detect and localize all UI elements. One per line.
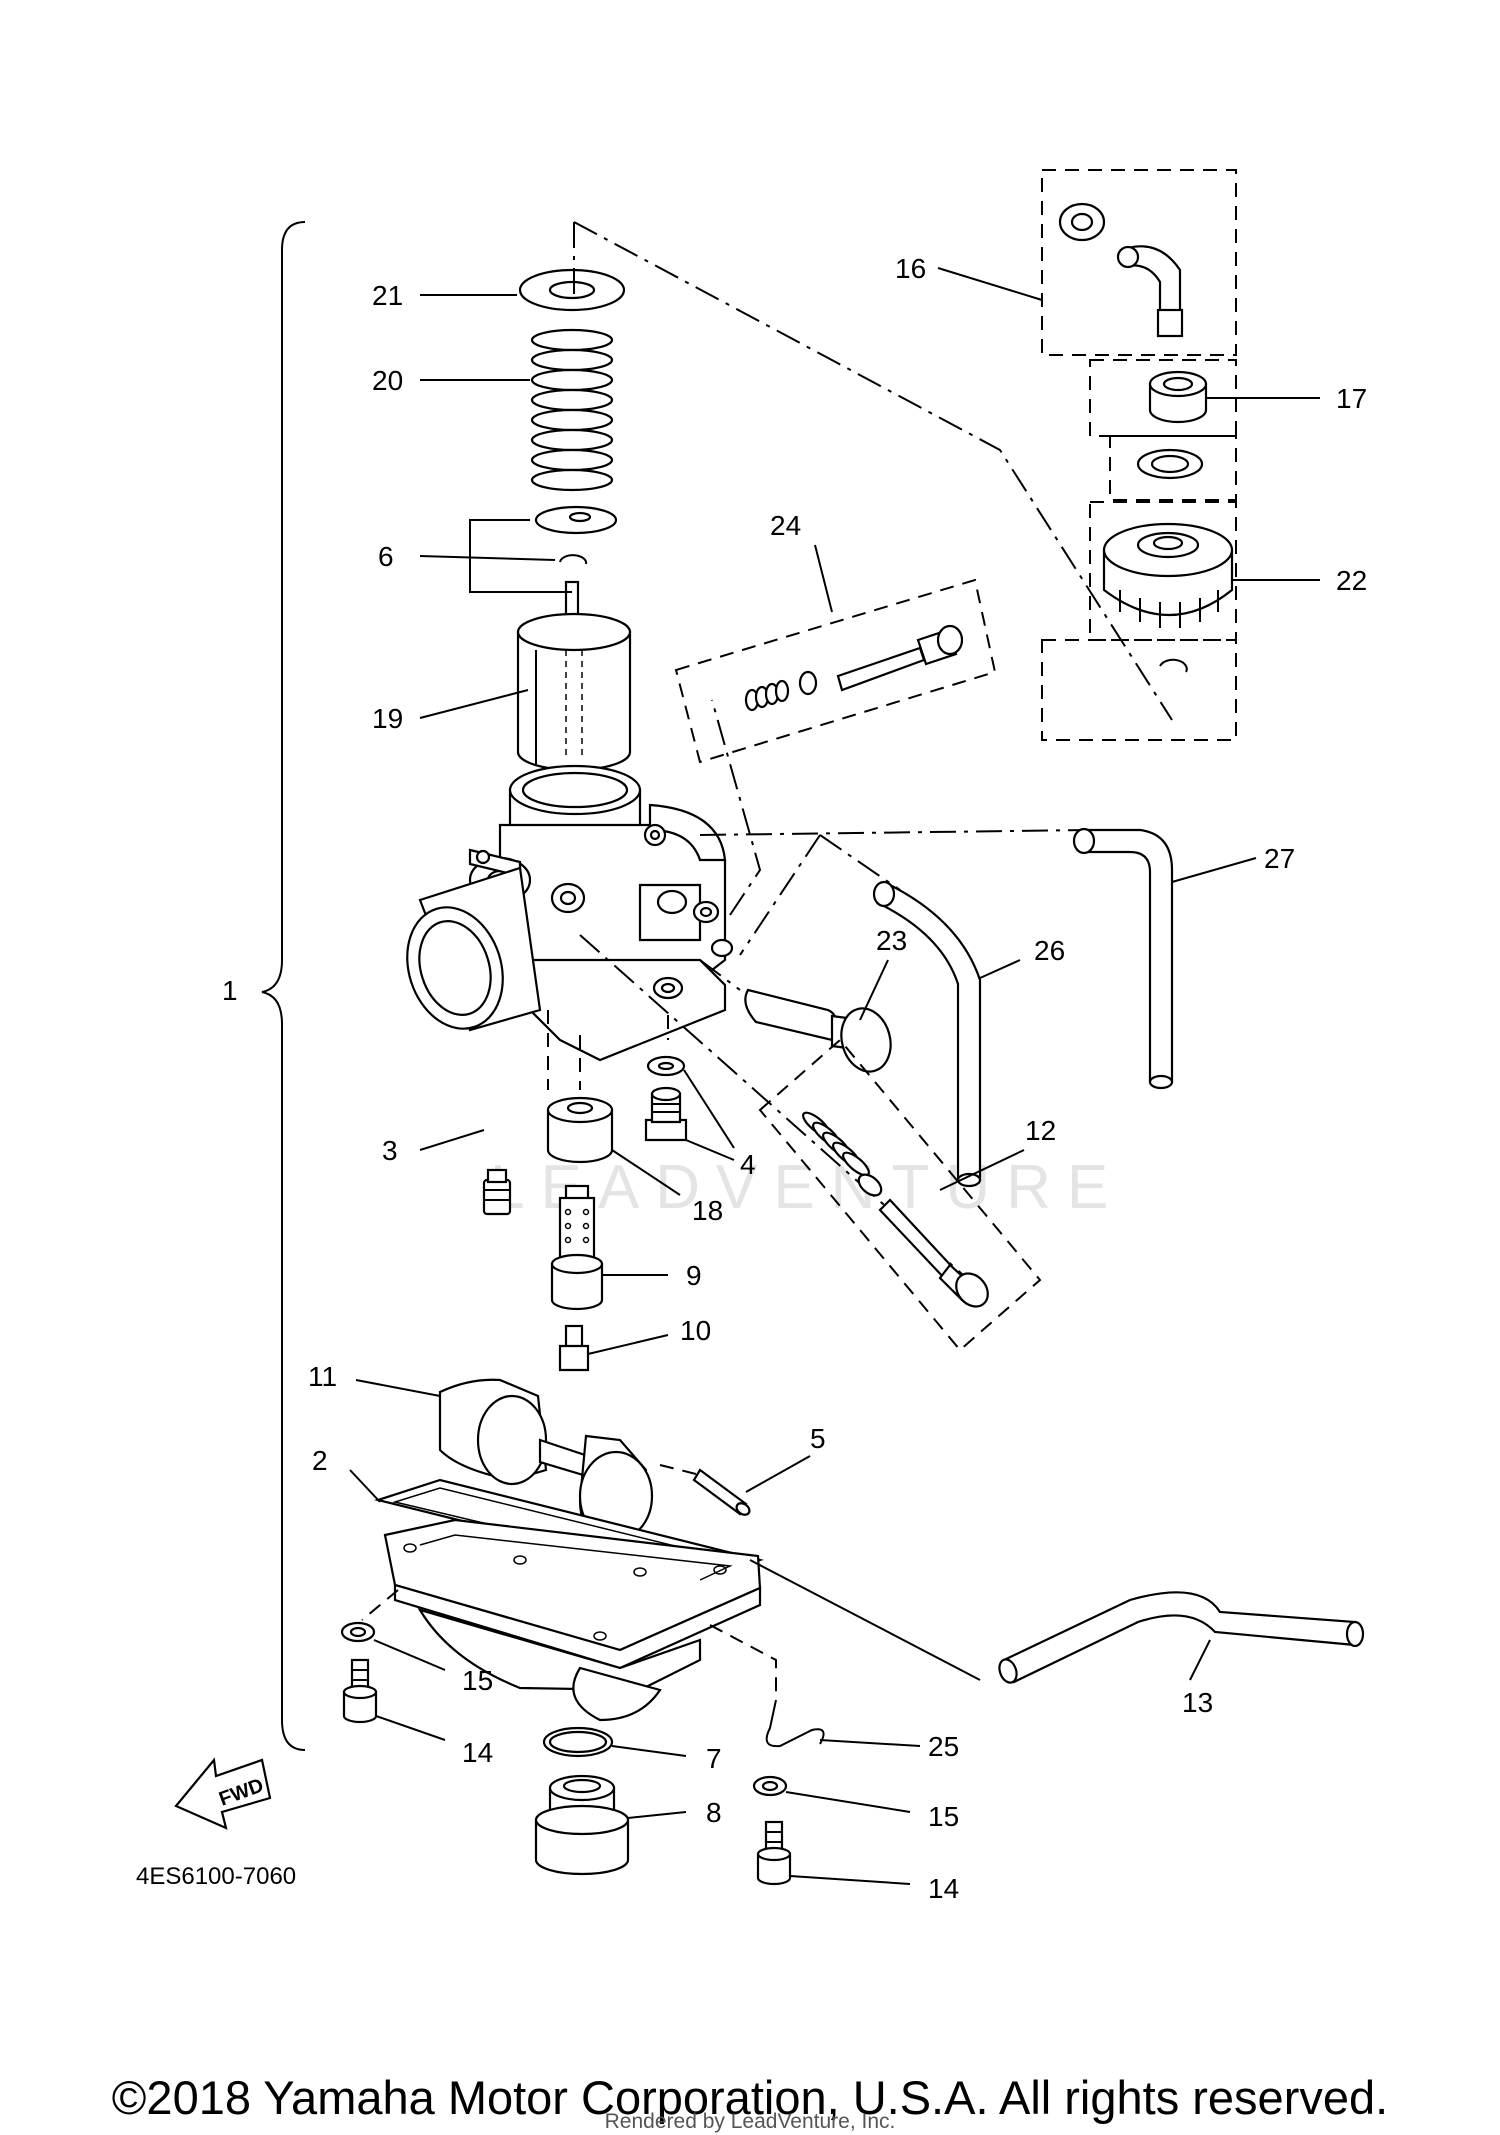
part-27-hose[interactable] [1072,827,1174,1090]
callout-1[interactable]: 1 [222,975,238,1006]
part-20-spring[interactable] [530,328,614,492]
callout-25[interactable]: 25 [928,1731,959,1762]
part-9-jet-holder[interactable] [550,1184,604,1311]
callout-8[interactable]: 8 [706,1797,722,1828]
part-24-pilot-screw-set[interactable] [674,578,997,764]
callout-21[interactable]: 21 [372,280,403,311]
callout-6[interactable]: 6 [378,541,394,572]
part-14-screw-right[interactable] [756,1820,792,1886]
part-circlip[interactable] [1041,639,1237,741]
part-22-cap-nut[interactable] [1089,501,1237,641]
part-15-washer-left[interactable] [340,1621,376,1643]
part-15-washer-right[interactable] [752,1775,788,1797]
diagram-code: 4ES6100-7060 [136,1863,296,1890]
part-14-screw-left[interactable] [342,1658,378,1724]
callout-19[interactable]: 19 [372,703,403,734]
part-4-drain-screw[interactable] [644,1055,688,1142]
callout-22[interactable]: 22 [1336,565,1367,596]
callout-5[interactable]: 5 [810,1423,826,1454]
part-7-o-ring[interactable] [542,1726,614,1758]
callout-7[interactable]: 7 [706,1743,722,1774]
callout-3[interactable]: 3 [382,1135,398,1166]
copyright-notice: ©2018 Yamaha Motor Corporation, U.S.A. A… [111,2071,1389,2124]
carburetor-body[interactable] [392,764,734,1062]
rendered-by-notice: Rendered by LeadVenture, Inc. [604,2110,896,2133]
part-16-hose-elbow[interactable] [1041,169,1237,356]
part-12-throttle-stop-screw-set[interactable] [758,1038,1042,1352]
callout-15-right[interactable]: 15 [928,1801,959,1832]
callout-2[interactable]: 2 [312,1445,328,1476]
part-11-float[interactable] [438,1378,654,1542]
part-8-drain-plug[interactable] [534,1774,630,1876]
callout-18[interactable]: 18 [692,1195,723,1226]
assembly-brace [261,221,306,1751]
callout-9[interactable]: 9 [686,1260,702,1291]
part-18-needle-jet[interactable] [546,1096,614,1164]
callout-11[interactable]: 11 [308,1361,337,1392]
part-5-float-pin[interactable] [692,1468,752,1517]
callout-17[interactable]: 17 [1336,383,1367,414]
callout-4[interactable]: 4 [740,1149,756,1180]
callout-20[interactable]: 20 [372,365,403,396]
callout-12[interactable]: 12 [1025,1115,1056,1146]
part-17-cap[interactable] [1089,359,1237,437]
fwd-arrow-icon: FWD [174,1757,272,1830]
part-23-starter-plunger[interactable] [744,988,897,1077]
callout-13[interactable]: 13 [1182,1687,1213,1718]
part-gasket-ring[interactable] [1109,435,1237,501]
part-13-hose[interactable] [996,1591,1365,1685]
float-bowl[interactable] [383,1518,762,1722]
callout-26[interactable]: 26 [1034,935,1065,966]
callout-27[interactable]: 27 [1264,843,1295,874]
callout-23[interactable]: 23 [876,925,907,956]
part-10-main-jet[interactable] [558,1324,590,1372]
callout-10[interactable]: 10 [680,1315,711,1346]
part-21-washer[interactable] [518,268,626,312]
part-26-hose[interactable] [872,880,982,1188]
part-25-clip[interactable] [765,1699,825,1748]
callout-14-left[interactable]: 14 [462,1737,493,1768]
callout-14-right[interactable]: 14 [928,1873,959,1904]
part-3-jet[interactable] [482,1168,512,1216]
callout-15-left[interactable]: 15 [462,1665,493,1696]
part-19-throttle-valve[interactable] [516,612,632,772]
callout-24[interactable]: 24 [770,510,801,541]
callout-16[interactable]: 16 [895,253,926,284]
